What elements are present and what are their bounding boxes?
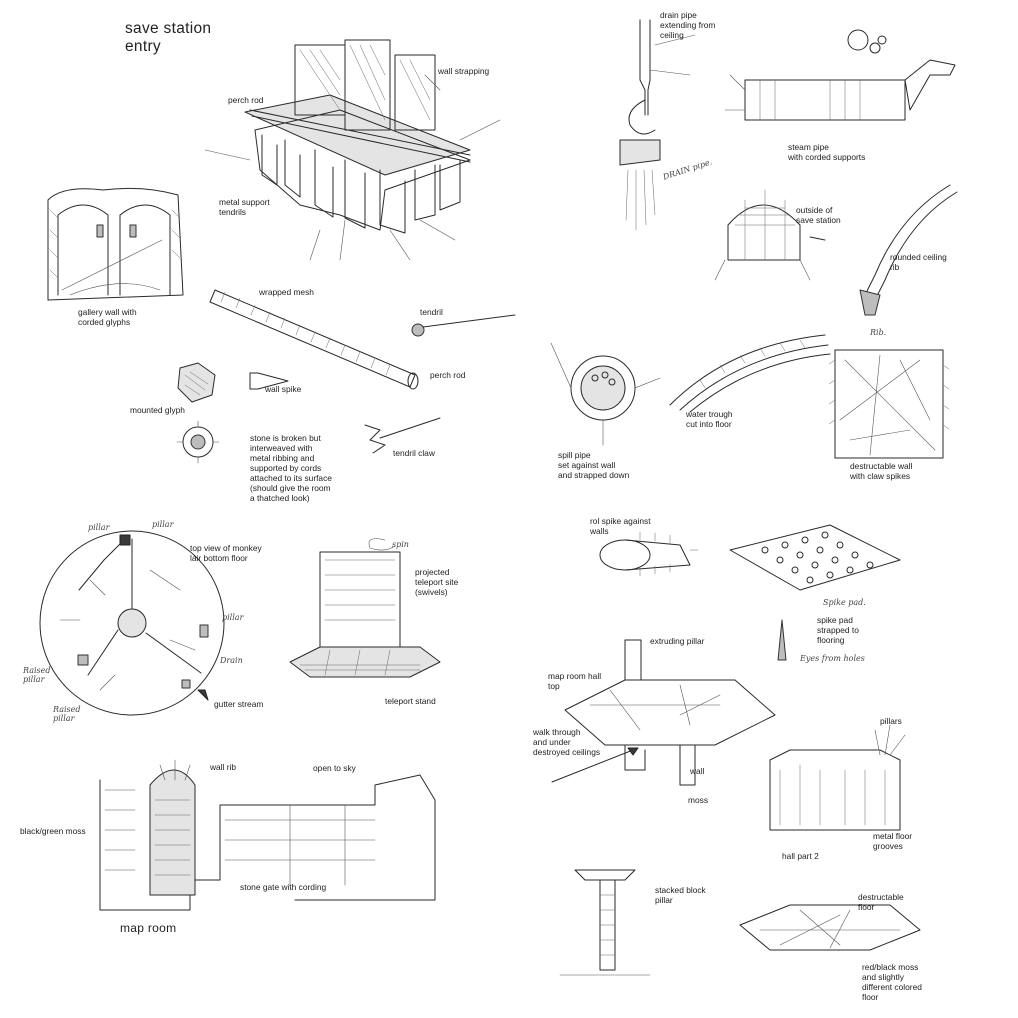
steam-pipe-sketch	[724, 29, 956, 121]
stacked-pillar-sketch	[559, 869, 651, 976]
water-trough-sketch	[669, 334, 831, 413]
note-spike-pad: Spike pad.	[823, 598, 866, 607]
label-wall-rib: wall rib	[210, 762, 237, 772]
label-water-trough: water trough cut into floor	[686, 409, 733, 429]
note-pillar-2: pillar	[152, 520, 174, 529]
label-teleport-stand: teleport stand	[385, 696, 436, 706]
note-raised-pillar-2: Raised pillar	[53, 705, 81, 723]
label-wall-spike: wall spike	[265, 384, 302, 394]
title-map-room: map room	[120, 921, 177, 935]
mounted-glyph-sketch	[176, 362, 220, 464]
ceiling-rib-sketch	[859, 184, 958, 316]
label-stone-gate: stone gate with cording	[240, 882, 327, 892]
label-wall: wall	[690, 766, 705, 776]
label-moss: moss	[688, 795, 709, 805]
drain-pipe-sketch	[619, 19, 696, 231]
note-spike: Eyes from holes	[800, 654, 865, 663]
label-projected-teleport: projected teleport site (swivels)	[415, 567, 459, 597]
label-tendril: tendril	[420, 307, 443, 317]
teleport-stand-sketch	[289, 538, 441, 678]
label-drain-pipe: drain pipe extending from ceiling	[660, 10, 716, 40]
destructable-floor-sketch	[739, 904, 921, 951]
label-extruding-pillar: extruding pillar	[650, 636, 705, 646]
rol-spike-sketch	[599, 531, 699, 577]
label-stone-broken: stone is broken but interweaved with met…	[250, 433, 332, 503]
label-gallery-wall: gallery wall with corded glyphs	[78, 307, 137, 327]
note-rib: Rib.	[870, 328, 887, 337]
monkey-lair-top-view-sketch	[39, 530, 225, 716]
tendril-sketch	[411, 314, 516, 337]
tendril-claw-sketch	[364, 417, 441, 454]
gallery-wall-sketch	[47, 187, 184, 301]
label-rol-spike: rol spike against walls	[590, 516, 651, 536]
label-destructable-wall: destructable wall with claw spikes	[850, 461, 913, 481]
save-station-outside-sketch	[714, 189, 826, 281]
perch-rod-sketch	[209, 289, 419, 390]
spill-pipe-sketch	[550, 342, 661, 446]
note-pillar-3: pillar	[222, 613, 244, 622]
map-room-hall-sketch	[551, 639, 776, 786]
label-open-to-sky: open to sky	[313, 763, 356, 773]
map-room-sketch	[99, 759, 436, 911]
label-tendril-claw: tendril claw	[393, 448, 435, 458]
label-pillars: pillars	[880, 716, 902, 726]
note-drain: Drain	[220, 656, 243, 665]
save-station-entry-sketch	[204, 39, 501, 261]
note-raised-pillar-1: Raised pillar	[23, 666, 51, 684]
label-spill-pipe: spill pipe set against wall and strapped…	[558, 450, 630, 480]
wall-spike-sketch	[249, 372, 289, 390]
label-map-room-hall: map room hall top	[548, 671, 602, 691]
label-outside-save: outside of save station	[796, 205, 841, 225]
label-spike-pad: spike pad strapped to flooring	[817, 615, 859, 645]
label-steam-pipe: steam pipe with corded supports	[788, 142, 866, 162]
note-spin: spin	[392, 540, 409, 549]
label-gutter-stream: gutter stream	[214, 699, 264, 709]
spike-pad-sketch	[729, 524, 901, 661]
note-pillar-1: pillar	[88, 523, 110, 532]
label-wall-strapping: wall strapping	[438, 66, 490, 76]
label-hall-part-2: hall part 2	[782, 851, 819, 861]
label-stacked-pillar: stacked block pillar	[655, 885, 706, 905]
hall-part-2-sketch	[769, 724, 906, 831]
label-wrapped-mesh: wrapped mesh	[259, 287, 314, 297]
label-mounted-glyph: mounted glyph	[130, 405, 185, 415]
label-top-view: top view of monkey lair bottom floor	[190, 543, 262, 563]
destructable-wall-sketch	[828, 349, 950, 459]
label-destructable-floor: destructable floor	[858, 892, 904, 912]
label-perch-rod-top: perch rod	[228, 95, 264, 105]
label-metal-support-tendrils: metal support tendrils	[219, 197, 270, 217]
label-walk-through: walk through and under destroyed ceiling…	[533, 727, 601, 757]
title-save-station-entry: save station entry	[125, 20, 212, 55]
label-black-green-moss: black/green moss	[20, 826, 86, 836]
label-metal-floor: metal floor grooves	[873, 831, 913, 851]
label-perch-rod: perch rod	[430, 370, 466, 380]
label-rounded-rib: rounded ceiling rib	[890, 252, 947, 272]
label-red-black-moss: red/black moss and slightly different co…	[862, 962, 922, 1002]
